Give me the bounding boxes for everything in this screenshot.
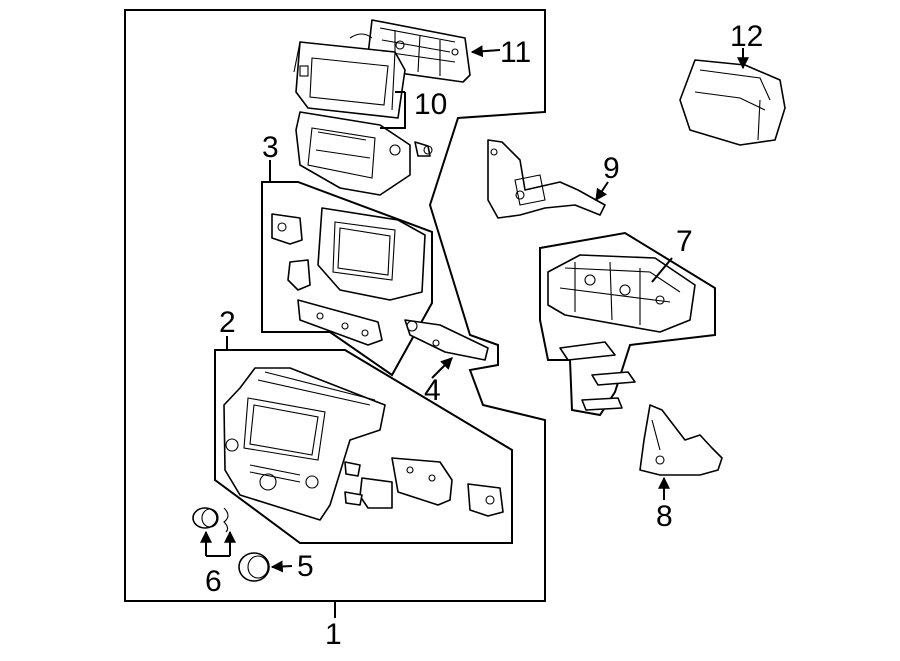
callout-7: 7 (676, 225, 693, 258)
callout-10: 10 (414, 88, 447, 121)
subassembly-2-outline (214, 349, 513, 544)
callout-8: 8 (656, 500, 673, 533)
part-8-bracket (639, 404, 723, 476)
assembly-frame-outline (124, 9, 546, 602)
callout-6: 6 (205, 565, 222, 598)
callout-3: 3 (262, 131, 279, 164)
part-2-audio-console (223, 367, 386, 521)
callout-5: 5 (297, 550, 314, 583)
part-5-knob (238, 552, 270, 582)
callout-11: 11 (500, 36, 531, 69)
part-12-cover (679, 59, 786, 146)
part-7-navigation-unit (547, 254, 696, 411)
part-4-bracket (404, 319, 489, 361)
part-10-display-unit (293, 41, 406, 119)
callout-4: 4 (424, 374, 441, 407)
callout-12: 12 (730, 20, 763, 53)
subassembly-3-outline (261, 181, 433, 377)
part-6-knob-and-clip (192, 507, 229, 533)
part-9-mounting-bracket (487, 139, 606, 219)
part-3-faceplate-components (271, 207, 426, 346)
part-2-switch-components (344, 457, 504, 517)
callout-2: 2 (219, 306, 236, 339)
part-10-display-bracket (295, 111, 433, 196)
callout-9: 9 (603, 152, 620, 185)
leader-lines (200, 45, 749, 618)
callout-1: 1 (325, 618, 342, 651)
